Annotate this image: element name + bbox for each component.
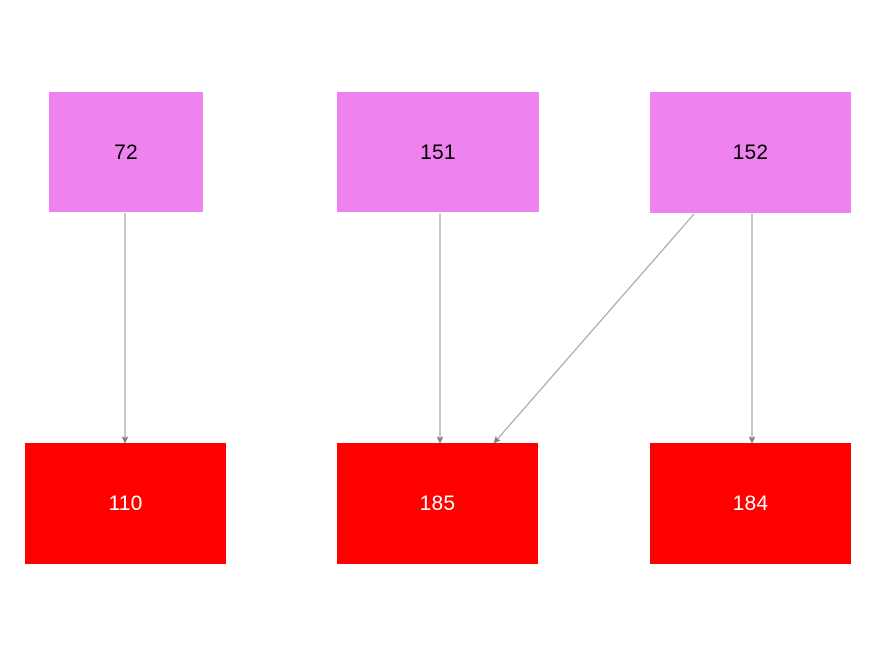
edge-152-to-185 [493,213,695,444]
node-72[interactable]: 72 [49,92,203,212]
node-152[interactable]: 152 [650,92,851,213]
node-151[interactable]: 151 [337,92,539,212]
node-110[interactable]: 110 [25,443,226,564]
node-label: 110 [108,492,143,515]
node-label: 185 [419,492,456,515]
edge-group [121,213,756,444]
edge-line [493,213,695,444]
node-label: 151 [420,140,456,164]
node-label: 152 [732,141,769,164]
node-185[interactable]: 185 [337,443,538,564]
node-label: 184 [732,492,769,515]
node-184[interactable]: 184 [650,443,851,564]
node-label: 72 [114,140,138,164]
